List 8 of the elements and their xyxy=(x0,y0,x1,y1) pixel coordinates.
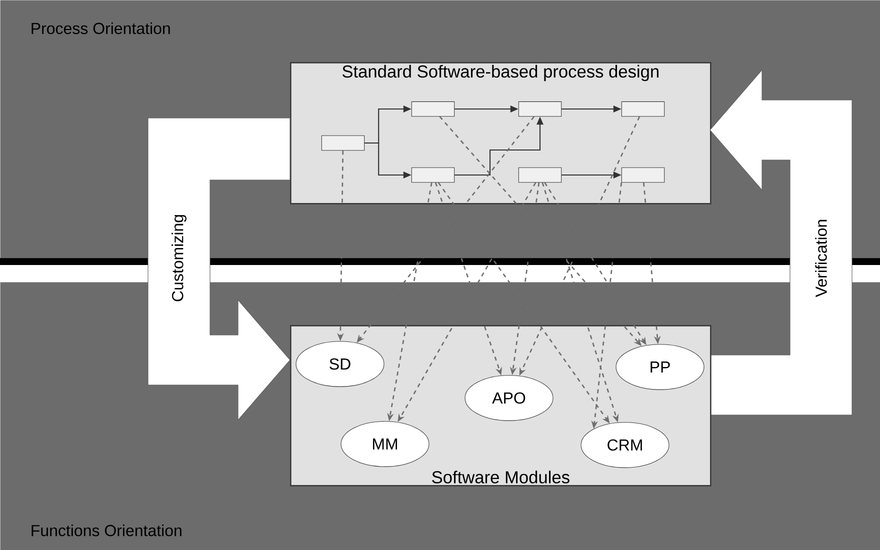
process-step-box xyxy=(411,167,455,183)
process-step-box xyxy=(321,135,365,151)
panel: Standard Software-based process design xyxy=(290,62,712,204)
process-step-box xyxy=(518,101,562,117)
process-step-box xyxy=(411,101,455,117)
process-step-box xyxy=(621,101,665,117)
process-step-box xyxy=(518,167,562,183)
process-step-box xyxy=(621,167,665,183)
